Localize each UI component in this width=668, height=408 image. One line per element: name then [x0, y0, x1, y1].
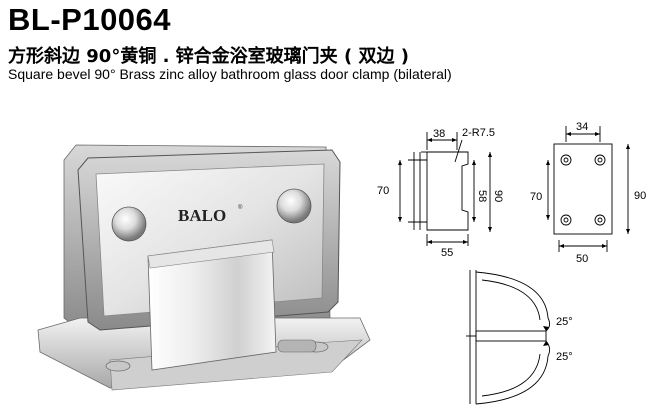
- registered-mark: ®: [238, 204, 243, 211]
- side-dim-left: 70: [377, 185, 389, 197]
- product-title-chinese: 方形斜边 90°黄铜 . 锌合金浴室玻璃门夹 ( 双边 ): [8, 46, 409, 67]
- side-dim-inner: 58: [476, 190, 488, 202]
- side-dim-bottom: 55: [441, 247, 453, 259]
- model-number: BL-P10064: [8, 2, 172, 37]
- side-dim-right: 90: [492, 190, 504, 202]
- side-dim-radius: 2-R7.5: [462, 127, 495, 139]
- front-dim-right: 90: [634, 190, 646, 202]
- side-dim-top: 38: [433, 128, 445, 140]
- front-dim-top: 34: [576, 121, 588, 133]
- front-dim-bottom: 50: [576, 253, 588, 265]
- product-title-english: Square bevel 90° Brass zinc alloy bathro…: [8, 66, 452, 82]
- brand-logo: BALO: [178, 206, 226, 225]
- screw-cap-right: [276, 188, 312, 224]
- hinge-body: [147, 239, 277, 371]
- swing-angle-bottom: 25°: [556, 351, 573, 363]
- screw-cap-left: [111, 206, 147, 242]
- front-dim-left: 70: [530, 191, 542, 203]
- swing-angle-top: 25°: [556, 316, 573, 328]
